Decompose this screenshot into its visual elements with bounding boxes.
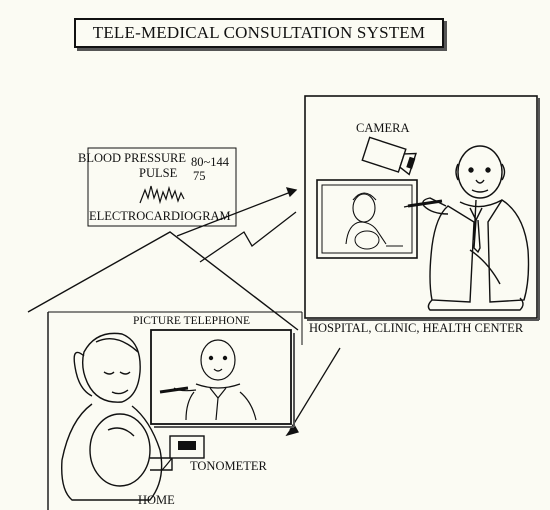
blood-pressure-value: 80~144 (191, 155, 230, 169)
hospital-caption: HOSPITAL, CLINIC, HEALTH CENTER (309, 321, 524, 335)
pulse-value: 75 (193, 169, 206, 183)
tonometer-icon (161, 435, 205, 471)
home-caption: HOME (138, 493, 175, 507)
hospital-monitor (316, 179, 418, 259)
transmission-links (176, 187, 341, 437)
hospital-doctor-figure (422, 145, 530, 311)
picture-telephone-label: PICTURE TELEPHONE (133, 315, 251, 327)
pen-icon (403, 199, 443, 208)
picture-telephone-screen (150, 329, 295, 428)
blood-pressure-label: BLOOD PRESSURE (78, 151, 187, 165)
diagram-title-text: TELE-MEDICAL CONSULTATION SYSTEM (92, 23, 426, 42)
ecg-waveform (139, 185, 185, 205)
camera-icon (361, 136, 417, 176)
camera-label: CAMERA (356, 121, 410, 135)
home-patient-figure (61, 332, 173, 501)
vitals-card (87, 147, 237, 227)
pulse-label: PULSE (139, 166, 178, 180)
ecg-label: ELECTROCARDIOGRAM (89, 209, 231, 223)
tonometer-label: TONOMETER (190, 459, 267, 473)
diagram-title: TELE-MEDICAL CONSULTATION SYSTEM (74, 18, 444, 48)
home-house (27, 231, 303, 510)
